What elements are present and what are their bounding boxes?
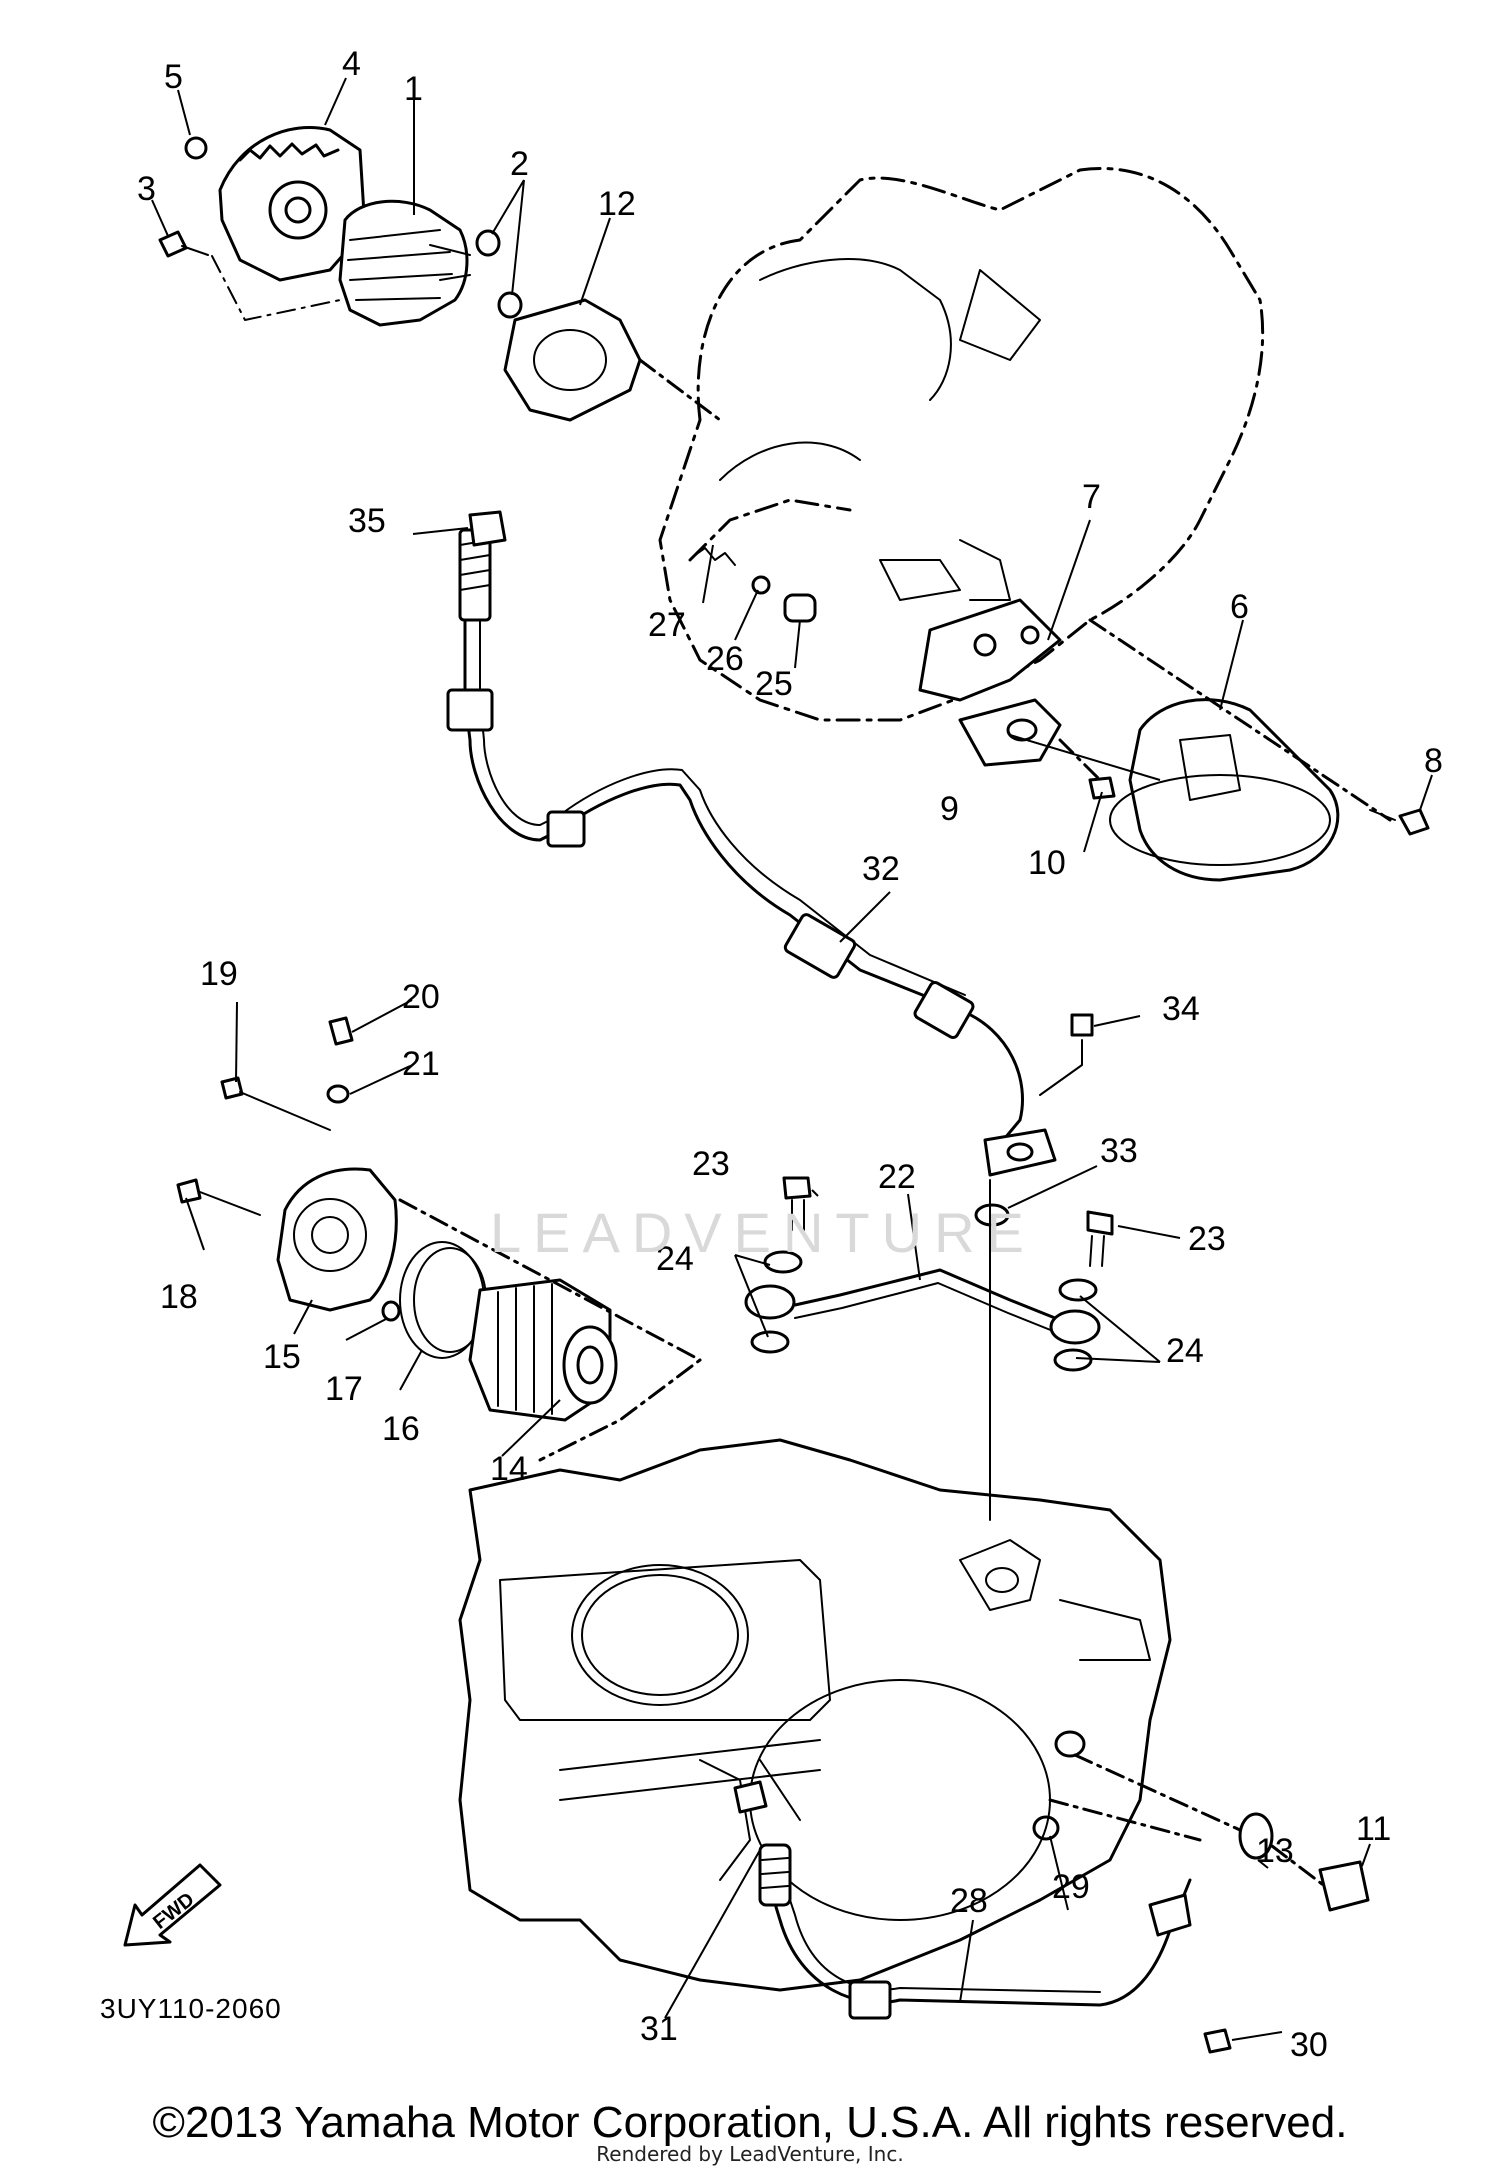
watermark: LEADVENTURE (490, 1201, 1036, 1264)
diagram-code: 3UY110-2060 (100, 1993, 282, 2024)
callout-16: 16 (382, 1410, 420, 1448)
callout-15: 15 (263, 1338, 301, 1376)
copyright-notice: ©2013 Yamaha Motor Corporation, U.S.A. A… (152, 2098, 1348, 2147)
callout-26: 26 (706, 640, 744, 678)
callout-1: 1 (404, 70, 423, 108)
callout-29: 29 (1052, 1868, 1090, 1906)
callout-17: 17 (325, 1370, 363, 1408)
callout-25: 25 (755, 665, 793, 703)
callout-numbers: 1 2 3 4 5 6 7 8 9 10 11 12 13 14 15 16 1… (137, 45, 1443, 2064)
callout-10: 10 (1028, 844, 1066, 882)
callout-24-left: 24 (656, 1240, 694, 1278)
callout-2: 2 (510, 145, 529, 183)
callout-34: 34 (1162, 990, 1200, 1028)
callout-13: 13 (1256, 1832, 1294, 1870)
callout-33: 33 (1100, 1132, 1138, 1170)
callout-18: 18 (160, 1278, 198, 1316)
oil-pipe-drawing (446, 510, 1094, 1227)
callout-21: 21 (402, 1045, 440, 1083)
oil-pump-drawing (158, 126, 722, 422)
upper-crankcase-drawing (658, 167, 1265, 722)
callout-27: 27 (648, 606, 686, 644)
callout-9: 9 (940, 790, 959, 828)
callout-28: 28 (950, 1882, 988, 1920)
callout-23-right: 23 (1188, 1220, 1226, 1258)
callout-23-left: 23 (692, 1145, 730, 1183)
strainer-drawing (694, 547, 1430, 882)
callout-32: 32 (862, 850, 900, 888)
callout-7: 7 (1082, 478, 1101, 516)
callout-6: 6 (1230, 588, 1249, 626)
oil-filter-drawing (176, 1016, 702, 1462)
callout-14: 14 (490, 1450, 528, 1488)
callout-35: 35 (348, 502, 386, 540)
fwd-arrow-icon: FWD (123, 1863, 222, 1947)
callout-30: 30 (1290, 2026, 1328, 2064)
rendered-by-notice: Rendered by LeadVenture, Inc. (596, 2142, 904, 2166)
leader-lines (151, 77, 1433, 2041)
callout-3: 3 (137, 170, 156, 208)
callout-5: 5 (164, 58, 183, 96)
callout-12: 12 (598, 185, 636, 223)
callout-8: 8 (1424, 742, 1443, 780)
callout-11: 11 (1356, 1810, 1391, 1848)
callout-4: 4 (342, 45, 361, 83)
callout-24-right: 24 (1166, 1332, 1204, 1370)
lower-crankcase-drawing (458, 1179, 1370, 2054)
callout-31: 31 (640, 2010, 678, 2048)
callout-20: 20 (402, 978, 440, 1016)
callout-19: 19 (200, 955, 238, 993)
callout-22: 22 (878, 1158, 916, 1196)
